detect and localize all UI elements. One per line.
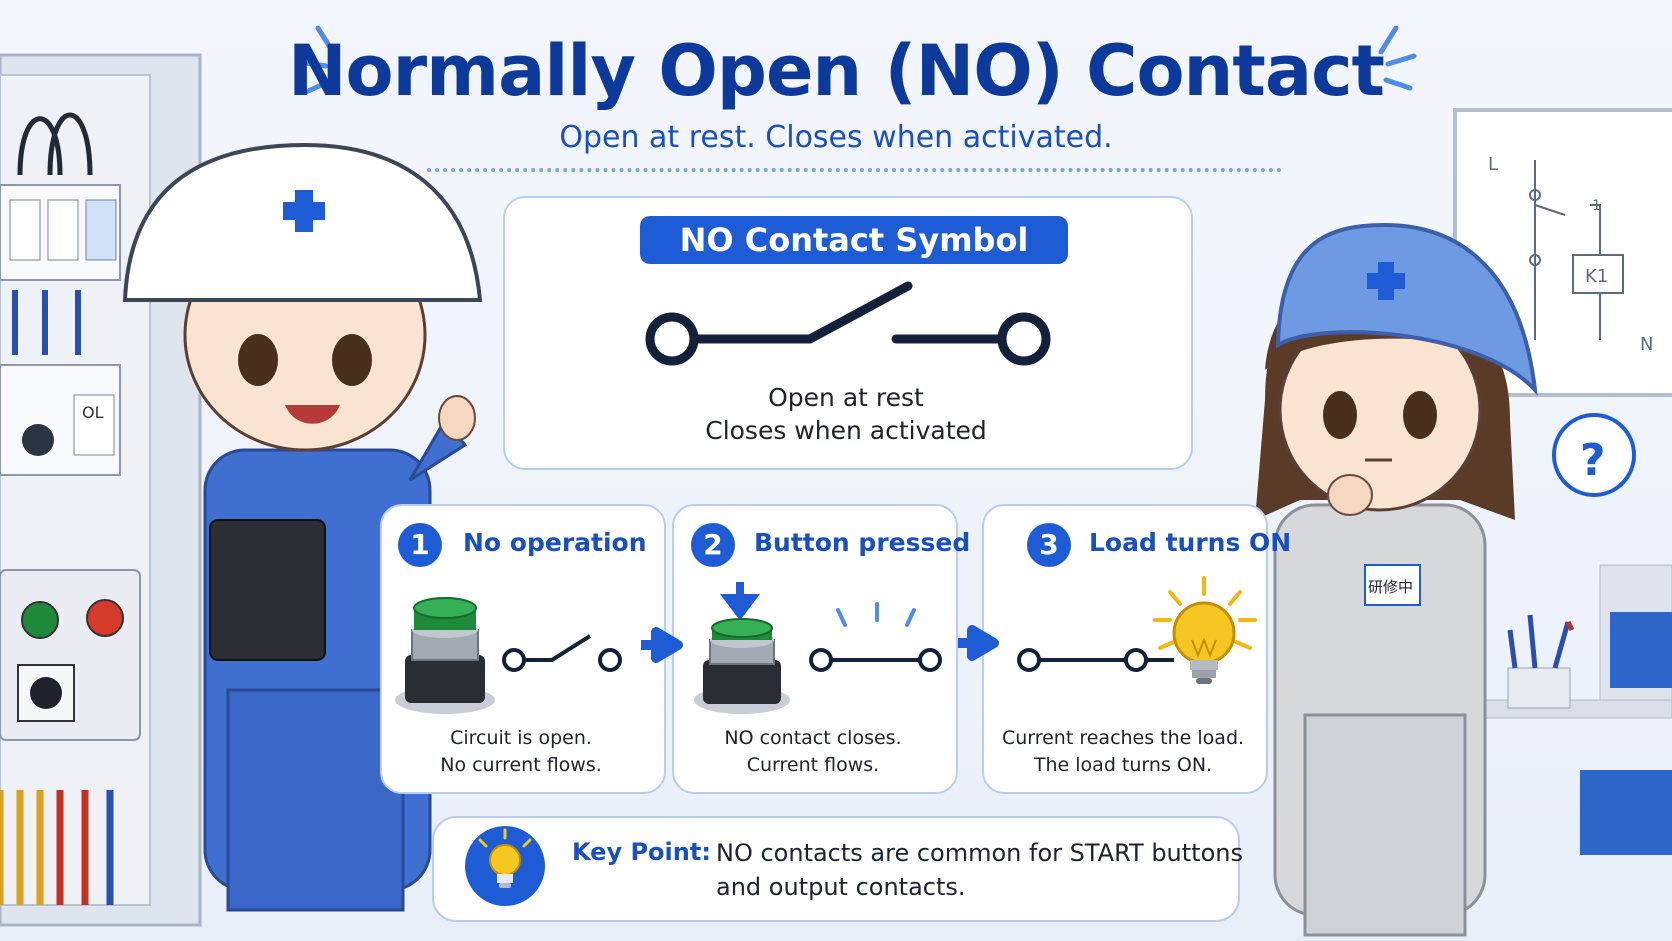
panel-green-button — [21, 601, 59, 639]
symbol-caption-2: Closes when activated — [705, 416, 987, 445]
closed-circuit-icon — [1017, 648, 1174, 672]
question-mark: ? — [1580, 435, 1606, 486]
open-contact-icon — [502, 634, 622, 672]
blue-hard-hat — [1275, 222, 1538, 396]
light-bulb-on-icon — [1153, 576, 1257, 684]
symbol-caption-1: Open at rest — [768, 383, 924, 412]
relay-label: K1 — [1585, 266, 1608, 287]
key-point-card — [432, 816, 1240, 922]
trainee-character: 研修中 — [1255, 222, 1538, 937]
panel-label-ol: OL — [82, 403, 104, 422]
step-number-2: 2 — [691, 523, 735, 567]
step-desc-3: Current reaches the load. The load turns… — [1001, 727, 1245, 776]
blue-bin — [1610, 612, 1672, 688]
arrow-right-icon — [641, 627, 683, 663]
panel-red-button — [86, 599, 124, 637]
step-desc-1: Circuit is open. No current flows. — [440, 727, 602, 776]
symbol-card — [503, 196, 1193, 470]
line-label: L — [1488, 154, 1498, 175]
page-subtitle: Open at rest. Closes when activated. — [559, 120, 1113, 155]
neutral-label: N — [1640, 334, 1653, 355]
question-bubble — [1552, 413, 1636, 497]
step-number-3: 3 — [1027, 523, 1071, 567]
trainee-badge — [1364, 564, 1421, 606]
step-title-3: Load turns ON — [1089, 528, 1292, 557]
step-number-1: 1 — [398, 523, 442, 567]
closed-contact-icon — [809, 602, 942, 672]
svg-text:研修中: 研修中 — [1368, 578, 1413, 596]
blue-bin — [1580, 770, 1672, 855]
divider — [427, 168, 1282, 172]
key-point-text: NO contacts are common for START buttons… — [716, 839, 1243, 901]
press-down-arrow-icon — [720, 582, 760, 621]
key-point-label: Key Point: — [572, 838, 711, 866]
engineer-character — [122, 142, 483, 912]
symbol-heading: NO Contact Symbol — [640, 216, 1068, 264]
clipboard — [209, 519, 326, 661]
page-title: Normally Open (NO) Contact — [287, 30, 1385, 112]
arrow-right-icon — [958, 625, 999, 661]
contact-label: 1 — [1592, 198, 1601, 214]
step-desc-2: NO contact closes. Current flows. — [724, 727, 902, 776]
push-button-released — [395, 597, 495, 714]
step-title-2: Button pressed — [754, 528, 971, 557]
push-button-pressed — [694, 618, 790, 714]
step-title-1: No operation — [463, 528, 647, 557]
